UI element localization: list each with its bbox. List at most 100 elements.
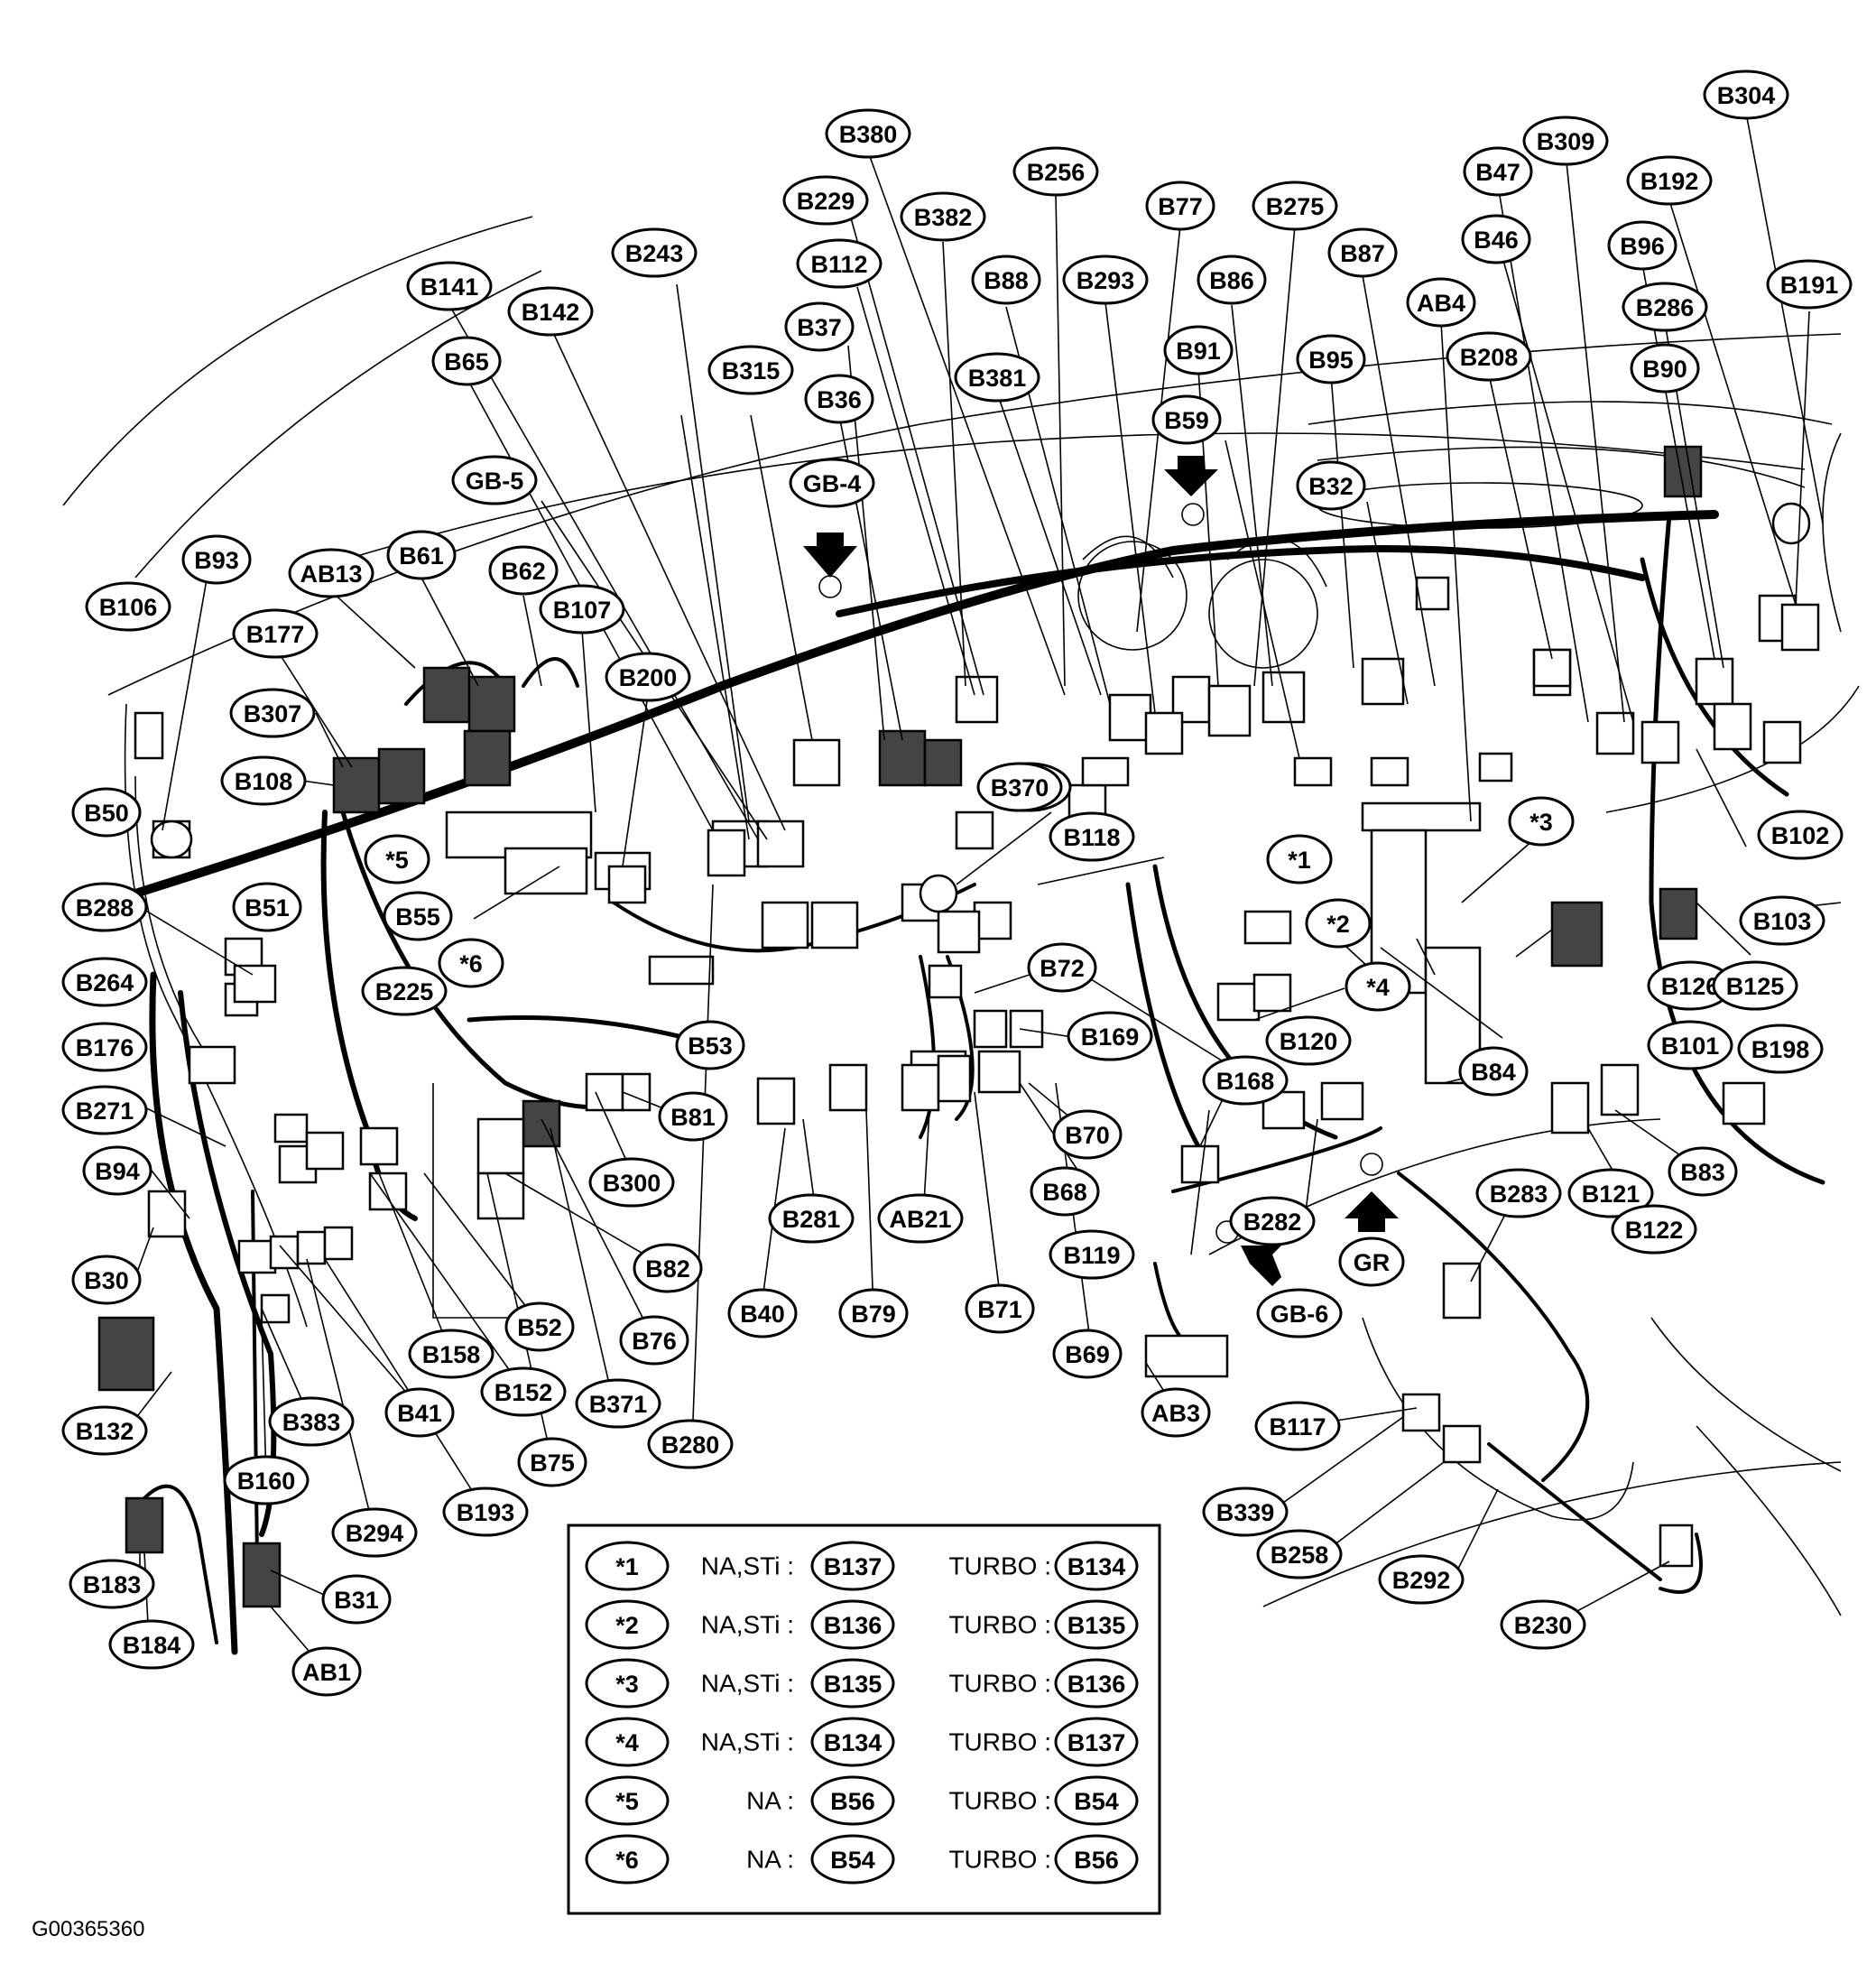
callout-text: B55 [395, 903, 440, 931]
legend-na-code: B137 [810, 1541, 895, 1591]
callout-text: B50 [84, 800, 129, 827]
callout-text: B381 [968, 365, 1027, 392]
callout-label: B286 [1622, 282, 1708, 332]
callout-label: B31 [321, 1574, 392, 1625]
callout-label: B256 [1012, 146, 1099, 197]
callout-label: B121 [1567, 1168, 1654, 1218]
callout-oval [288, 548, 374, 598]
callout-oval [1737, 1023, 1824, 1074]
callout-label: B229 [782, 175, 869, 226]
callout-label: B177 [232, 608, 319, 659]
callout-label: AB1 [291, 1646, 362, 1697]
callout-note: *2 [1305, 898, 1372, 949]
legend-mark: *6 [585, 1834, 670, 1885]
callout-oval [1296, 334, 1366, 384]
callout-oval [1327, 227, 1398, 278]
callout-text: B264 [76, 969, 134, 996]
callout-oval [1266, 834, 1333, 884]
callout-label: B294 [331, 1507, 418, 1558]
callout-text: B243 [625, 240, 684, 267]
callout-oval [954, 352, 1040, 403]
callout-label: GB-6 [1256, 1288, 1343, 1338]
callout-text: *2 [1326, 911, 1350, 938]
callout-label: B300 [588, 1157, 675, 1208]
legend-na-label: NA,STi : [701, 1611, 794, 1639]
callout-text: B84 [1471, 1059, 1516, 1086]
callout-text: GB-5 [466, 468, 524, 495]
callout-label: B307 [229, 688, 316, 738]
callout-note: *5 [364, 834, 430, 884]
callout-oval [1145, 181, 1215, 231]
legend-na-code-text: B137 [824, 1553, 883, 1580]
callout-label: B119 [1049, 1229, 1135, 1280]
callout-oval [361, 966, 448, 1016]
callout-label: B192 [1626, 155, 1713, 206]
gb6-arrow-icon [1241, 1246, 1281, 1286]
callout-label: B55 [383, 891, 453, 941]
callout-label: GB-5 [451, 455, 538, 505]
callout-text: B294 [346, 1520, 404, 1547]
callout-label: B76 [619, 1315, 689, 1366]
legend-na-label: NA,STi : [701, 1670, 794, 1698]
callout-oval [575, 1378, 661, 1429]
callout-label: B93 [181, 534, 252, 585]
callout-text: B108 [235, 768, 293, 795]
callout-text: B93 [194, 547, 239, 574]
callout-label: B61 [386, 530, 457, 580]
callout-text: B142 [522, 299, 580, 326]
callout-label: B88 [971, 255, 1041, 305]
callout-oval [331, 1507, 418, 1558]
callout-label: B258 [1256, 1529, 1343, 1579]
ground-points [803, 456, 1399, 1286]
callout-text: B106 [99, 594, 158, 621]
legend-na-label: NA : [746, 1846, 794, 1874]
callout-text: B307 [244, 700, 302, 727]
callout-oval [825, 108, 911, 159]
callout-label: B292 [1378, 1554, 1465, 1605]
callout-text: B198 [1751, 1036, 1810, 1063]
callout-label: B84 [1458, 1046, 1529, 1097]
callout-text: B275 [1266, 193, 1325, 220]
callout-oval [782, 175, 869, 226]
callout-label: GR [1338, 1236, 1405, 1287]
callout-text: B200 [619, 664, 678, 691]
legend-mark: *4 [585, 1717, 670, 1767]
callout-label: B75 [517, 1437, 587, 1487]
callout-oval [1522, 116, 1609, 166]
callout-oval [796, 238, 883, 289]
callout-text: AB13 [300, 560, 362, 588]
callout-oval [1500, 1599, 1586, 1650]
callout-oval [1626, 155, 1713, 206]
callout-text: B65 [444, 348, 489, 375]
callout-oval [223, 1455, 310, 1505]
callout-label: B68 [1030, 1166, 1100, 1217]
legend-turbo-code: B135 [1054, 1599, 1139, 1650]
callout-oval [784, 301, 855, 352]
legend-na-code: B56 [810, 1775, 895, 1826]
callout-oval [1202, 1055, 1289, 1106]
callout-label: B125 [1712, 960, 1798, 1011]
callout-oval [1461, 214, 1531, 264]
callout-oval [364, 834, 430, 884]
legend-turbo-code: B137 [1054, 1717, 1139, 1767]
callout-text: B90 [1642, 356, 1687, 383]
callout-label: B141 [406, 261, 493, 311]
callout-oval [1712, 960, 1798, 1011]
callout-text: B282 [1243, 1209, 1302, 1236]
callout-oval [1027, 942, 1097, 993]
callout-text: B192 [1640, 168, 1699, 195]
callout-oval [768, 1193, 855, 1244]
callout-text: B132 [76, 1418, 134, 1445]
callout-label: B280 [647, 1419, 734, 1469]
callout-label: B96 [1607, 220, 1677, 271]
callout-oval [1647, 1020, 1733, 1070]
callout-oval [1256, 1529, 1343, 1579]
callout-oval [61, 882, 148, 932]
callout-label: B106 [85, 581, 171, 632]
callout-label: B152 [480, 1366, 567, 1417]
callout-text: B88 [984, 267, 1029, 294]
callout-oval [1607, 220, 1677, 271]
callout-text: B71 [977, 1296, 1022, 1323]
